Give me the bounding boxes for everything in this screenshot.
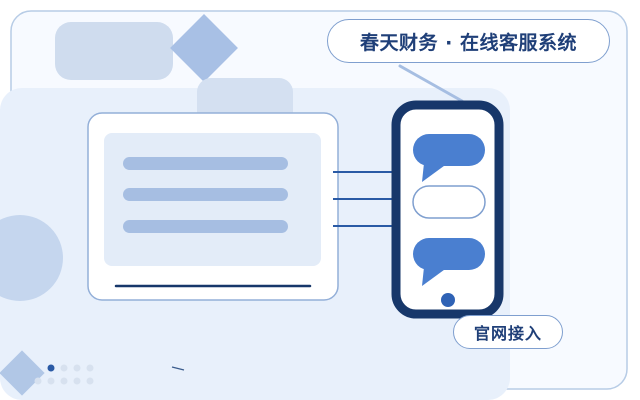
phone-home-button bbox=[441, 293, 455, 307]
chat-bubble-top bbox=[413, 134, 485, 166]
carousel-dot[interactable] bbox=[60, 377, 68, 385]
website-access-badge: 官网接入 bbox=[453, 315, 563, 349]
chat-bubble-bottom-tail bbox=[422, 267, 448, 286]
small-dash-mark bbox=[171, 366, 185, 371]
carousel-dot-active[interactable] bbox=[47, 364, 55, 372]
carousel-dot[interactable] bbox=[34, 377, 42, 385]
text-line-3 bbox=[123, 220, 288, 233]
chat-bubble-top-tail bbox=[422, 163, 448, 182]
chat-bubble-middle bbox=[412, 185, 486, 219]
carousel-dot[interactable] bbox=[86, 377, 94, 385]
text-line-2 bbox=[123, 188, 288, 201]
carousel-dot[interactable] bbox=[47, 377, 55, 385]
title-pointer bbox=[398, 64, 464, 103]
deco-rounded-rect bbox=[55, 22, 173, 80]
text-line-1 bbox=[123, 157, 288, 170]
chat-bubble-bottom bbox=[413, 238, 485, 270]
carousel-dot[interactable] bbox=[73, 364, 81, 372]
carousel-dot[interactable] bbox=[86, 364, 94, 372]
carousel-dot[interactable] bbox=[60, 364, 68, 372]
deco-circle bbox=[0, 215, 63, 301]
carousel-dot[interactable] bbox=[73, 377, 81, 385]
title-pill: 春天财务 · 在线客服系统 bbox=[327, 19, 610, 63]
